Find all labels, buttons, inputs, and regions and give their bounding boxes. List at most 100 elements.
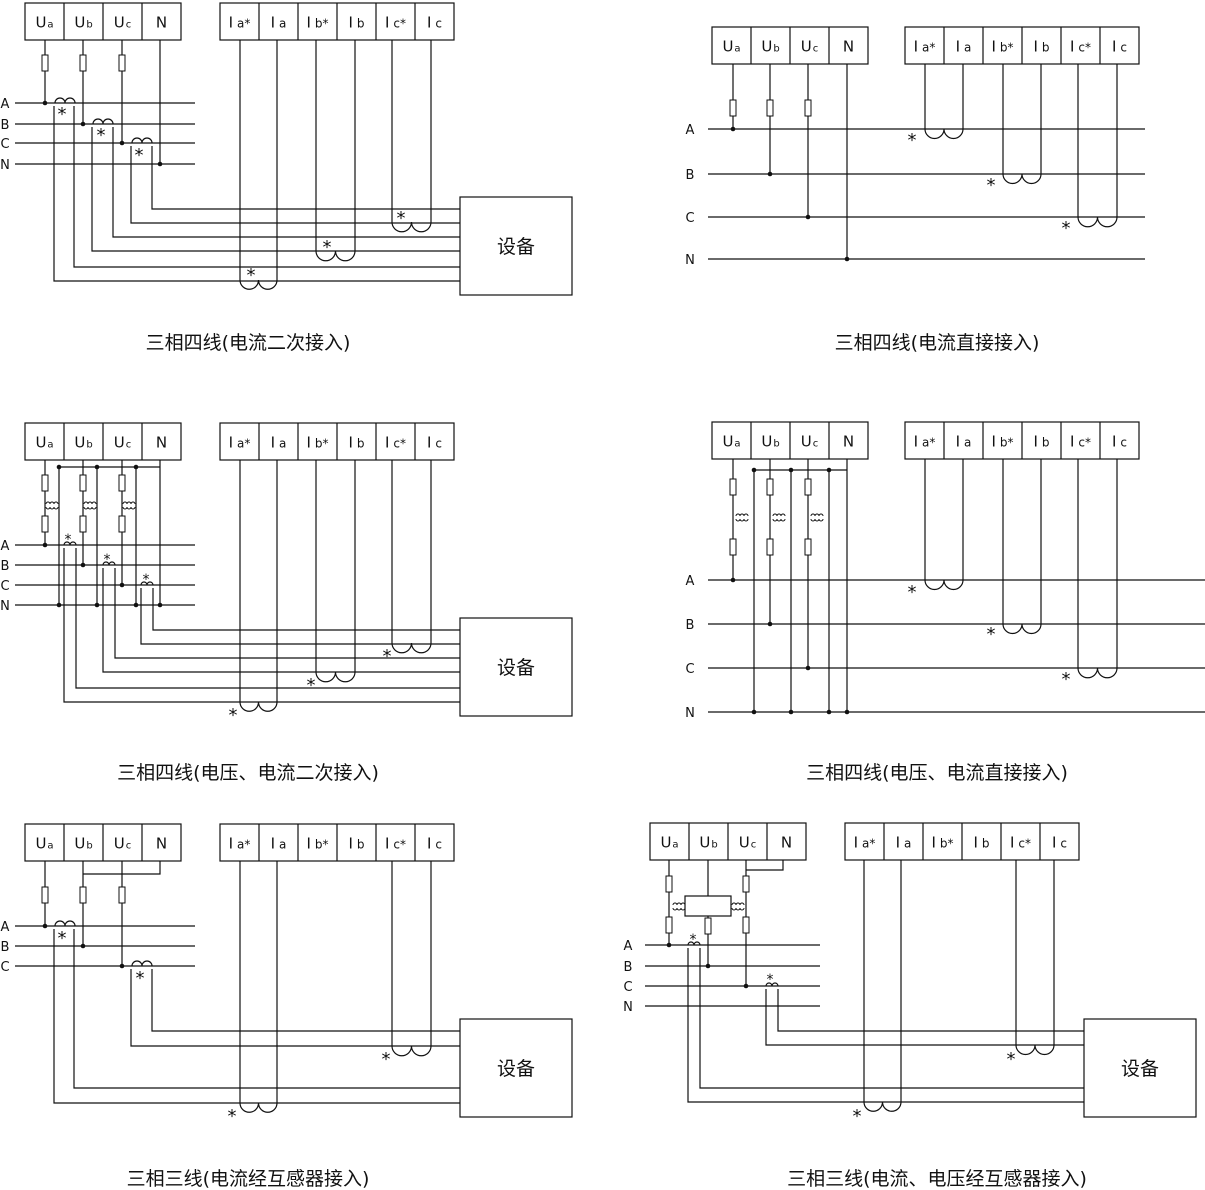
polarity-mark: *: [383, 646, 392, 667]
pt-transformer-icon: [83, 501, 97, 510]
wire: [75, 548, 460, 689]
device-label: 设备: [497, 236, 535, 258]
pt-core-icon: [684, 895, 732, 917]
pt-coil-lower: [739, 907, 745, 911]
ct-winding-icon: [1077, 667, 1118, 679]
junction-dot: [767, 171, 773, 177]
ct-winding-icon: [863, 1101, 902, 1112]
pt-coil-upper: [776, 513, 782, 517]
ct-winding-icon: [54, 97, 76, 104]
pt-coil-lower: [53, 506, 59, 510]
junction-dot: [80, 121, 86, 127]
pt-coil-lower: [126, 506, 132, 510]
device-label: 设备: [1121, 1058, 1159, 1080]
wire: [765, 989, 1084, 1046]
wire: [140, 588, 460, 645]
ct-winding-icon: [391, 1045, 432, 1057]
polarity-mark: *: [382, 1049, 391, 1070]
device-frame: [459, 617, 573, 717]
terminal-label: N: [843, 433, 854, 451]
pt-coil-upper: [45, 501, 51, 505]
diagram-caption: 三相三线(电流、电压经互感器接入): [787, 1168, 1087, 1190]
pt-transformer-icon: [810, 513, 824, 522]
junction-dot: [788, 467, 794, 473]
wire: [687, 948, 1084, 1103]
pt-coil-upper: [735, 902, 741, 906]
pt-coil-lower: [731, 907, 737, 911]
terminal-label: Ua: [35, 835, 53, 853]
polarity-mark: *: [143, 572, 150, 588]
polarity-mark: *: [58, 104, 67, 125]
pt-coil-lower: [743, 518, 749, 522]
fuse-icon: [118, 54, 126, 72]
junction-dot: [805, 214, 811, 220]
fuse-icon: [41, 515, 49, 533]
pt-coil-upper: [49, 501, 55, 505]
polarity-mark: *: [908, 130, 917, 151]
fuse-icon: [79, 515, 87, 533]
pt-transformer-icon: [772, 513, 786, 522]
fuse-icon: [704, 917, 712, 935]
fuse-icon: [665, 916, 673, 934]
pt-coil-upper: [735, 513, 741, 517]
fuse-icon: [41, 886, 49, 904]
fuse-icon: [118, 886, 126, 904]
phase-label: N: [0, 158, 10, 173]
phase-label: A: [1, 539, 10, 554]
wire: [53, 106, 460, 282]
phase-label: C: [623, 980, 632, 995]
polarity-mark: *: [767, 972, 774, 988]
phase-label: A: [624, 939, 633, 954]
phase-label: B: [686, 618, 695, 633]
polarity-mark: *: [987, 175, 996, 196]
junction-dot: [42, 542, 48, 548]
diagram-caption: 三相四线(电压、电流直接接入): [806, 762, 1068, 784]
phase-label: B: [1, 940, 10, 955]
pt-coil-upper: [676, 902, 682, 906]
terminal-label: N: [843, 38, 854, 56]
wire: [91, 127, 460, 252]
wire: [151, 969, 460, 1032]
ct-winding-icon: [924, 579, 964, 591]
polarity-mark: *: [1062, 669, 1071, 690]
junction-dot: [705, 963, 711, 969]
pt-coil-upper: [91, 501, 97, 505]
terminal-label: Uc: [739, 834, 756, 852]
ct-winding-icon: [1077, 216, 1118, 228]
junction-dot: [133, 602, 139, 608]
ct-winding-icon: [92, 118, 114, 125]
wire: [73, 929, 460, 1089]
terminal-label: Ua: [722, 433, 740, 451]
terminal-label: Ub: [699, 834, 717, 852]
junction-dot: [805, 665, 811, 671]
ct-winding-icon: [1002, 623, 1042, 635]
terminal-label: Ua: [35, 14, 53, 32]
fuse-icon: [665, 875, 673, 893]
terminal-label: Ub: [761, 433, 779, 451]
terminal-label: Uc: [114, 434, 131, 452]
fuse-icon: [729, 478, 737, 496]
junction-dot: [119, 140, 125, 146]
polarity-mark: *: [136, 968, 145, 989]
wire: [130, 969, 460, 1047]
fuse-icon: [118, 474, 126, 492]
ct-winding-icon: [63, 541, 77, 546]
junction-dot: [157, 602, 163, 608]
pt-transformer-icon: [122, 501, 136, 510]
junction-dot: [788, 709, 794, 715]
pt-coil-upper: [780, 513, 786, 517]
terminal-label: Ua: [722, 38, 740, 56]
terminal-label: Ub: [761, 38, 779, 56]
